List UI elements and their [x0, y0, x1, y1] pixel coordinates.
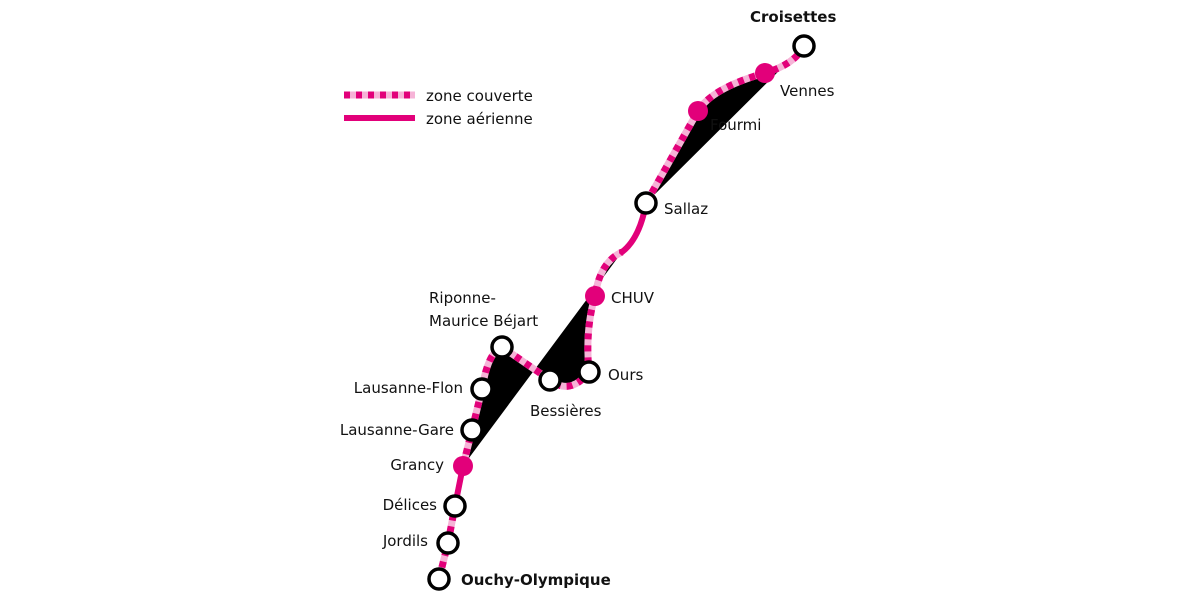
label-vennes: Vennes [780, 82, 835, 100]
station-fourmi[interactable] [688, 101, 708, 121]
label-grancy: Grancy [390, 456, 444, 474]
station-ours[interactable] [577, 360, 601, 384]
station-vennes[interactable] [755, 63, 775, 83]
label-croisettes: Croisettes [750, 8, 836, 26]
station-chuv[interactable] [585, 286, 605, 306]
legend-covered-label: zone couverte [426, 87, 533, 105]
station-gare[interactable] [460, 418, 484, 442]
label-jordils: Jordils [382, 532, 428, 550]
label-sallaz: Sallaz [664, 200, 708, 218]
legend: zone couverte zone aérienne [344, 87, 533, 128]
station-flon[interactable] [470, 377, 494, 401]
label-riponne-line1: Riponne- [429, 289, 496, 307]
label-riponne-line2: Maurice Béjart [429, 312, 538, 330]
station-jordils[interactable] [436, 531, 460, 555]
station-ouchy[interactable] [427, 567, 451, 591]
legend-aerial-label: zone aérienne [426, 110, 533, 128]
label-flon: Lausanne-Flon [354, 379, 463, 397]
label-ouchy: Ouchy-Olympique [461, 571, 611, 589]
label-delices: Délices [383, 496, 438, 514]
station-bessieres[interactable] [538, 368, 562, 392]
station-delices[interactable] [443, 494, 467, 518]
station-riponne[interactable] [490, 335, 514, 359]
station-croisettes[interactable] [792, 34, 816, 58]
label-gare: Lausanne-Gare [340, 421, 454, 439]
label-chuv: CHUV [611, 289, 655, 307]
label-ours: Ours [608, 366, 643, 384]
label-bessieres: Bessières [530, 402, 602, 420]
station-sallaz[interactable] [634, 191, 658, 215]
station-grancy[interactable] [453, 456, 473, 476]
label-fourmi: Fourmi [710, 116, 761, 134]
